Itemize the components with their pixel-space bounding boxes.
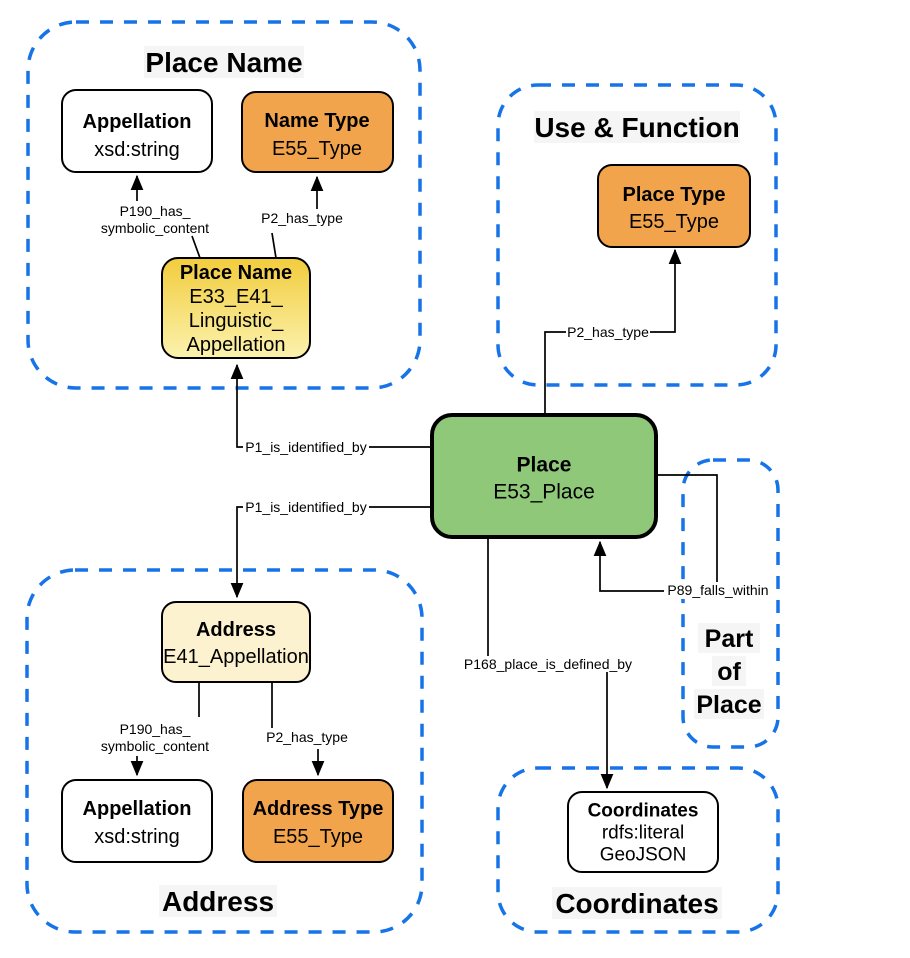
group-title-bg	[144, 46, 304, 78]
node-coordinates-line2: rdfs:literal	[602, 823, 684, 844]
node-place-type	[597, 164, 751, 248]
edge-label-p190-address-2: symbolic_content	[101, 738, 209, 754]
node-name-type-title: Name Type	[264, 110, 369, 132]
group-use-function-title: Use & Function	[534, 112, 739, 143]
node-appellation-name-subtitle: xsd:string	[94, 139, 180, 161]
node-coordinates	[567, 791, 719, 873]
edge-label-p190-address-1: P190_has_	[120, 721, 191, 737]
group-title-bg	[698, 623, 760, 653]
group-part-of-place-line3: Place	[696, 691, 761, 719]
group-place-name-border	[26, 20, 422, 390]
node-place-name-title: Place Name	[180, 262, 292, 284]
edge-label-bg	[243, 499, 369, 515]
group-title-bg	[694, 689, 764, 719]
node-name-type-subtitle: E55_Type	[272, 138, 362, 160]
node-address	[161, 601, 311, 683]
node-place-name-line3: Linguistic_	[189, 310, 284, 332]
group-title-bg	[712, 656, 746, 686]
group-title-bg	[159, 885, 277, 917]
edge-p1-address	[230, 506, 432, 599]
node-place-subtitle: E53_Place	[493, 480, 595, 503]
node-place-name-line4: Appellation	[187, 334, 286, 356]
node-address-type-title: Address Type	[253, 798, 384, 820]
group-title-bg	[534, 111, 740, 143]
group-part-of-place-line1: Part	[705, 625, 754, 653]
node-address-title: Address	[196, 619, 276, 641]
edge-label-p168: P168_place_is_defined_by	[464, 656, 632, 672]
edge-label-p1-address: P1_is_identified_by	[245, 499, 366, 515]
group-title-bg	[552, 887, 722, 919]
node-place-type-subtitle: E55_Type	[629, 211, 719, 233]
edge-p2-name-stub	[271, 232, 277, 259]
group-coordinates-title: Coordinates	[555, 888, 718, 919]
edge-label-p190-name-2: symbolic_content	[101, 220, 209, 236]
node-appellation-name-title: Appellation	[83, 111, 192, 133]
node-place	[430, 413, 658, 539]
node-place-title: Place	[517, 453, 572, 476]
group-address-border	[25, 568, 424, 934]
group-part-of-place-line2: of	[717, 658, 741, 686]
node-appellation-address-subtitle: xsd:string	[94, 826, 180, 848]
edge-label-bg	[463, 656, 633, 672]
node-coordinates-title: Coordinates	[588, 801, 699, 822]
node-appellation-address-title: Appellation	[83, 798, 192, 820]
edge-label-bg	[243, 439, 369, 455]
edge-label-p2-address-type: P2_has_type	[266, 729, 348, 745]
edge-label-bg	[566, 324, 650, 340]
edge-label-p190-name-1: P190_has_	[120, 203, 191, 219]
group-part-of-place-border	[681, 458, 780, 749]
node-appellation-name	[61, 89, 213, 173]
node-appellation-address	[61, 779, 213, 863]
group-address-title: Address	[162, 886, 274, 917]
node-address-subtitle: E41_Appellation	[163, 646, 309, 668]
node-place-name-line2: E33_E41_	[189, 286, 283, 308]
group-use-function-border	[496, 83, 778, 387]
node-name-type	[241, 91, 394, 173]
group-coordinates-border	[496, 766, 780, 934]
group-place-name-title: Place Name	[145, 47, 302, 78]
node-coordinates-line3: GeoJSON	[600, 845, 687, 866]
node-place-name	[161, 257, 311, 359]
edge-label-p2-name-type: P2_has_type	[261, 210, 343, 226]
node-address-type	[242, 779, 394, 863]
edge-label-bg	[664, 582, 772, 599]
edge-label-p1-place-name: P1_is_identified_by	[245, 439, 366, 455]
node-place-type-title: Place Type	[622, 184, 725, 206]
edge-p190-name-stub	[191, 235, 201, 259]
edge-label-p2-place-type: P2_has_type	[567, 324, 649, 340]
node-address-type-subtitle: E55_Type	[273, 826, 363, 848]
edge-label-p89: P89_falls_within	[667, 582, 768, 598]
